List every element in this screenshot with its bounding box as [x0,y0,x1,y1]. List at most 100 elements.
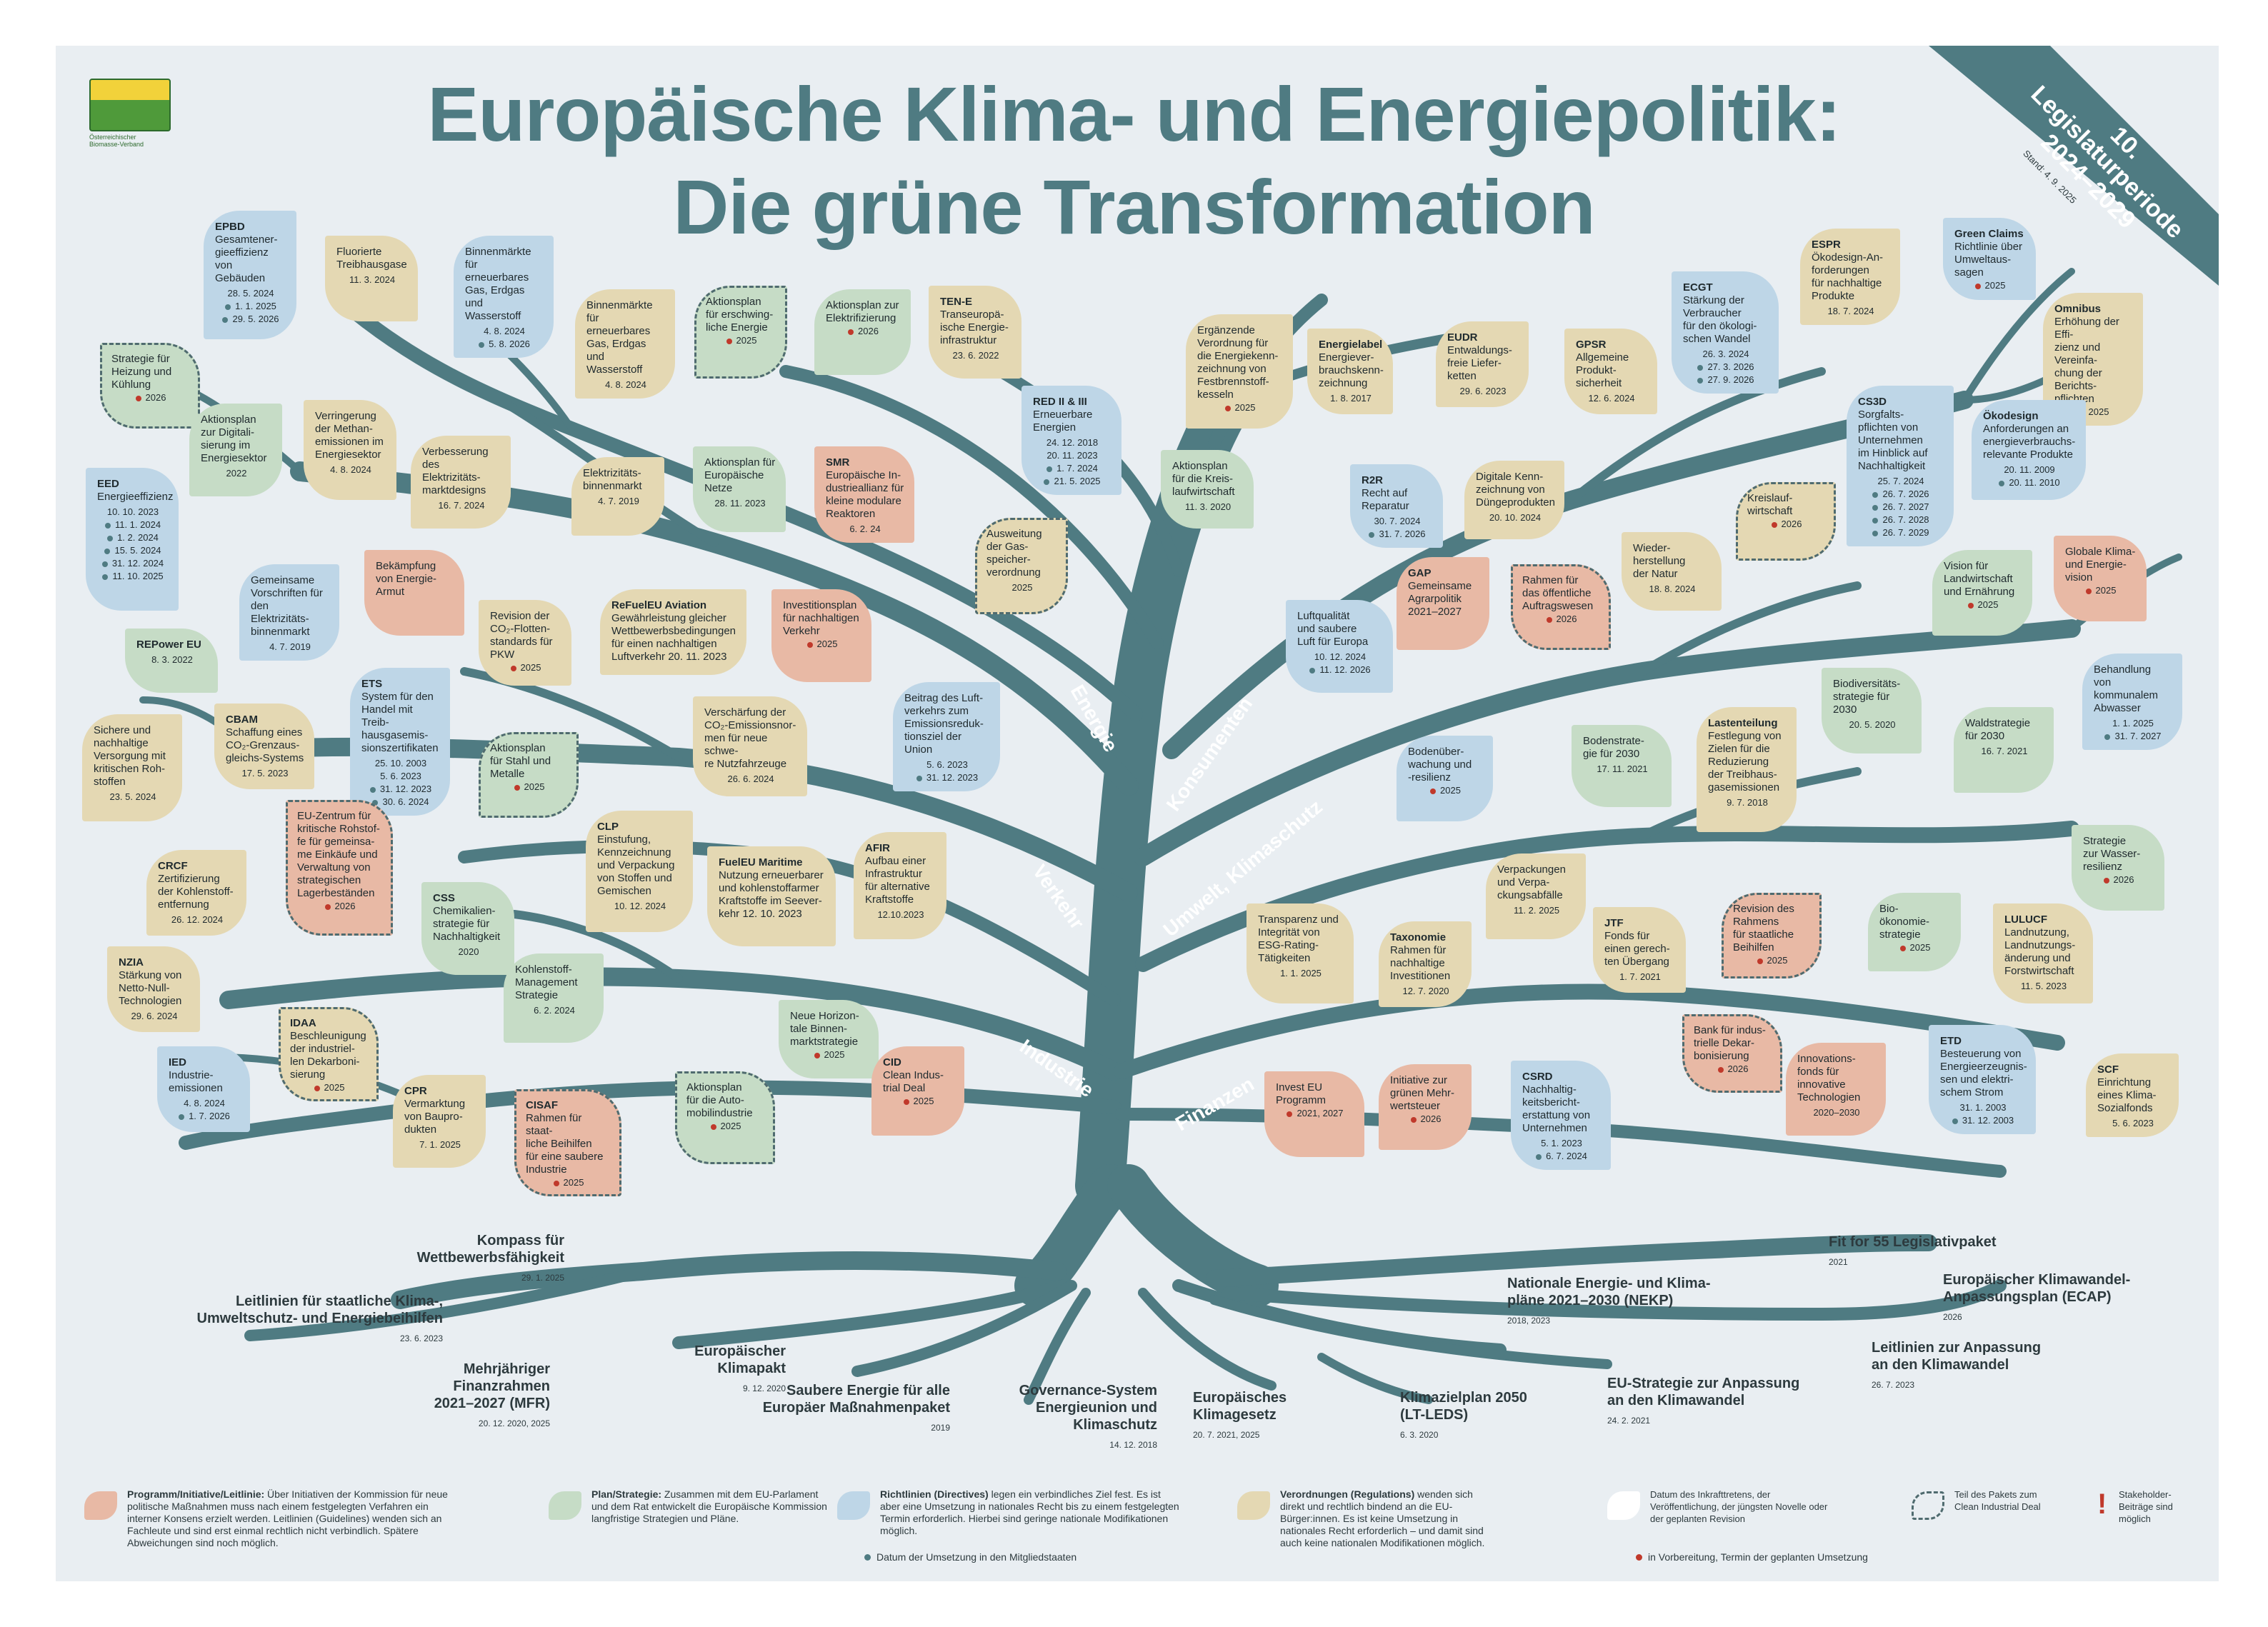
leaf-title: Clean Indus- trial Deal [883,1069,944,1094]
legend-swatch-inkraft [1607,1491,1640,1520]
leaf-title: Bank für indus- trielle Dekar- bonisieru… [1694,1024,1766,1062]
leaf-title: Wieder- herstellung der Natur [1633,542,1686,580]
legend-vorbereitung-text: in Vorbereitung, Termin der geplanten Um… [1648,1551,1868,1563]
leaf-date: 10. 12. 2024 [1314,651,1367,662]
leaf-abbreviation: IED [169,1056,187,1068]
leaf-title: Bekämpfung von Energie- Armut [376,560,437,598]
leaf-title: Transeuropä- ische Energie- infrastruktu… [940,309,1009,346]
leaf-date: 9. 7. 2018 [1727,797,1768,808]
legend-swatch-plan [549,1491,581,1520]
legend-umsetzung: Datum der Umsetzung in den Mitgliedstaat… [864,1551,1076,1563]
policy-leaf: Verringerung der Methan- emissionen im E… [304,400,396,500]
leaf-date: 11. 3. 2020 [1184,501,1232,512]
logo: Österreichischer Biomasse-Verband [89,79,171,150]
root-title: Nationale Energie- und Klima- pläne 2021… [1507,1276,1711,1308]
leaf-date: 20. 5. 2020 [1849,719,1896,730]
leaf-planned-date: 2026 [297,900,383,913]
leaf-planned-date: 2026 [1747,518,1826,531]
leaf-title: Behandlung von kommunalem Abwasser [2094,664,2159,714]
leaf-planned-date: 2025 [706,334,777,347]
legend-stakeholder: Stakeholder-Beiträge sind möglich [2119,1489,2173,1524]
leaf-title: Aktionsplan für Europäische Netze [704,456,776,494]
leaf-title: Waldstrategie für 2030 [1965,717,2031,742]
leaf-planned-date: 2025 [1733,954,1812,967]
leaf-title: Neue Horizon- tale Binnen- marktstrategi… [790,1010,859,1048]
leaf-date: 1. 1. 2025 [1280,968,1322,978]
leaf-date: 25. 10. 2003 5. 6. 2023 [374,758,427,781]
policy-leaf: Aktionsplan zur Digitali- sierung im Ene… [189,404,282,496]
leaf-date: 24. 12. 2018 20. 11. 2023 [1046,437,1099,461]
leaf-date: 2020 [458,946,479,957]
leaf-title: Verschärfung der CO₂-Emissionsnor- men f… [704,706,796,770]
legend-verordnungen-label: Verordnungen (Regulations) [1280,1488,1415,1500]
leaf-planned-date: 2026 [1390,1113,1462,1126]
leaf-title: Rahmen für staat- liche Beihilfen für ei… [526,1112,604,1176]
leaf-implementation-date: 27. 3. 2026 [1683,361,1769,374]
leaf-planned-date: 2026 [1694,1063,1772,1076]
leaf-abbreviation: CPR [404,1085,427,1097]
leaf-abbreviation: EUDR [1447,331,1478,344]
leaf-title: Globale Klima- und Energie- vision [2065,546,2136,584]
leaf-title: Invest EU Programm [1276,1081,1327,1106]
leaf-title: Gemeinsame Vorschriften für den Elektriz… [251,574,323,638]
leaf-title: Nachhaltig- keitsbericht- erstattung von… [1522,1083,1591,1134]
leaf-planned-date: 2025 [1408,784,1483,797]
root-title: Leitlinien zur Anpassung an den Klimawan… [1872,1340,2042,1373]
leaf-abbreviation: Energielabel [1319,339,1383,351]
policy-leaf: Binnenmärkte für erneuerbares Gas, Erdga… [454,236,554,358]
leaf-implementation-date: 21. 5. 2025 [1033,475,1111,488]
leaf-date: 5. 6. 2023 [926,759,968,770]
leaf-date: 1. 1. 2025 [2112,718,2154,729]
leaf-date: 8. 3. 2022 [151,654,193,665]
policy-leaf: Transparenz und Integrität von ESG-Ratin… [1247,903,1354,1003]
legend-vorbereitung: in Vorbereitung, Termin der geplanten Um… [1636,1551,1868,1563]
leaf-planned-date: 2025 [883,1095,954,1108]
leaf-date: 2025 [1011,582,1033,593]
leaf-date: 28. 11. 2023 [714,498,766,509]
leaf-title: Energieeffizienz [97,491,174,503]
legend-richtlinien: Richtlinien (Directives) legen ein verbi… [880,1488,1180,1537]
leaf-title: Strategie zur Wasser- resilienz [2083,835,2141,873]
leaf-date: 11. 5. 2023 [2020,981,2067,991]
root-title: Saubere Energie für alle Europäer Maßnah… [762,1383,950,1416]
leaf-title: Luftqualität und saubere Luft für Europa [1297,610,1369,648]
leaf-date: 17. 5. 2023 [241,768,289,779]
leaf-title: Sichere und nachhaltige Versorgung mit k… [94,724,166,788]
leaf-abbreviation: ECGT [1683,281,1713,294]
leaf-implementation-date: 1. 2. 2024 [97,531,169,544]
leaf-abbreviation: RED II & III [1033,396,1087,408]
leaf-title: Bodenüber- wachung und -resilienz [1408,746,1472,784]
legend-plan-text: Zusammen mit dem EU-Parlament und dem Ra… [591,1488,827,1524]
root-title: Mehrjähriger Finanzrahmen 2021–2027 (MFR… [434,1361,550,1411]
leaf-abbreviation: FuelEU Maritime [719,856,803,868]
root-title: Leitlinien für staatliche Klima-, Umwelt… [196,1293,443,1326]
leaf-title: Investitionsplan für nachhaltigen Verkeh… [783,599,859,637]
leaf-implementation-date: 26. 7. 2026 [1858,488,1944,501]
leaf-abbreviation: CSS [433,892,455,904]
leaf-title: Europäische In- dustrieallianz für klein… [826,469,904,520]
leaf-date: 5. 6. 2023 [2112,1118,2154,1128]
leaf-date: 2020–2030 [1813,1107,1860,1118]
leaf-implementation-date: 29. 5. 2026 [215,313,286,326]
page-title-line2: Die grüne Transformation [673,164,1595,250]
root-item: Europäischer Klimawandel- Anpassungsplan… [1943,1271,2243,1326]
legend-programm-label: Programm/Initiative/Leitlinie: [127,1488,265,1500]
leaf-title: Innovations- fonds für innovative Techno… [1797,1053,1861,1103]
leaf-title: Bio- ökonomie- strategie [1879,903,1930,941]
policy-leaf: Digitale Kenn- zeichnung von Düngeproduk… [1464,461,1564,539]
